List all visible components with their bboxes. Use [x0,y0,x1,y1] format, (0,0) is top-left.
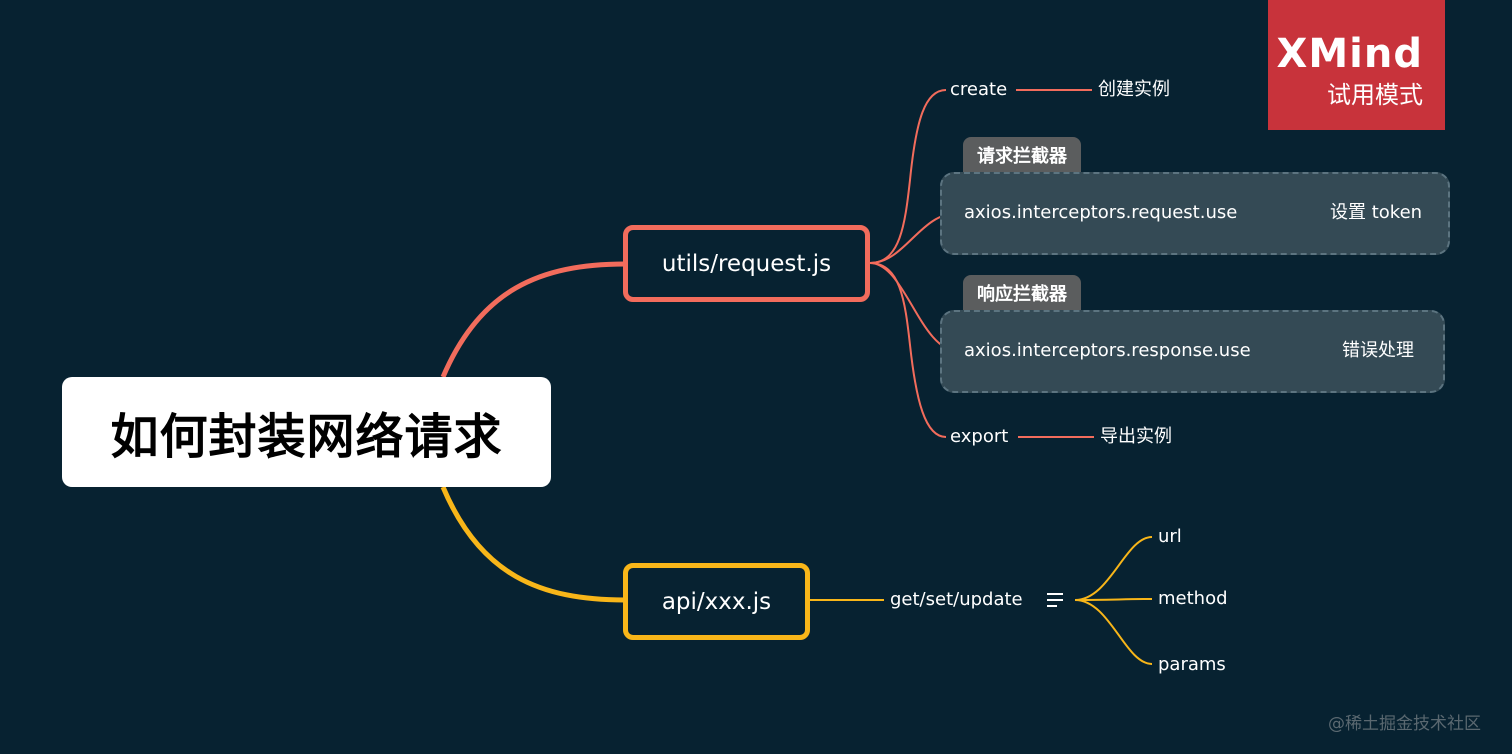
boundary-request-interceptor[interactable] [940,172,1450,255]
boundary-label-response[interactable]: 响应拦截器 [963,275,1081,311]
badge-title: XMind [1276,31,1423,77]
detail-response[interactable]: 错误处理 [1342,340,1414,361]
param-params[interactable]: params [1158,654,1226,675]
watermark: @稀土掘金技术社区 [1328,714,1481,734]
subtopic-get-set-update[interactable]: get/set/update [890,589,1023,610]
detail-create[interactable]: 创建实例 [1098,79,1170,100]
param-method[interactable]: method [1158,588,1228,609]
subtopic-export[interactable]: export [950,426,1009,447]
topic-api[interactable]: api/xxx.js [623,563,810,640]
boundary-response-interceptor[interactable] [940,310,1445,393]
subtopic-response-use[interactable]: axios.interceptors.response.use [964,340,1251,361]
connector-method-method [1074,598,1153,601]
param-url[interactable]: url [1158,526,1182,547]
subtopic-request-use[interactable]: axios.interceptors.request.use [964,202,1238,223]
central-topic[interactable]: 如何封装网络请求 [62,377,551,487]
boundary-label-request[interactable]: 请求拦截器 [963,137,1081,173]
badge-subtitle: 试用模式 [1327,81,1423,109]
connector-utils-export [869,262,947,438]
detail-export[interactable]: 导出实例 [1100,426,1172,447]
subtopic-create[interactable]: create [950,79,1008,100]
detail-request[interactable]: 设置 token [1330,202,1423,223]
connector-root-api [440,486,626,603]
trial-badge[interactable]: XMind 试用模式 [1268,0,1445,130]
connector-method-params [1074,599,1153,665]
topic-utils-request[interactable]: utils/request.js [623,225,870,302]
connector-root-utils [440,261,626,378]
notes-icon[interactable] [1044,590,1066,610]
connector-method-url [1074,536,1153,601]
connector-utils-create [869,89,947,264]
